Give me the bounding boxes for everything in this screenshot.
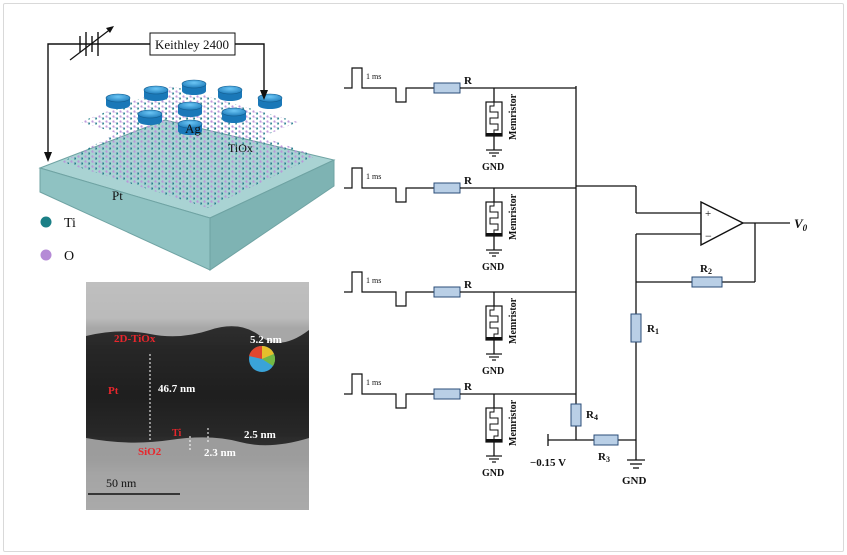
ground-icon — [486, 455, 502, 463]
tem-image: 2D-TiOx Pt Ti SiO2 5.2 nm 46.7 nm 2.5 nm… — [86, 282, 309, 510]
tem-thickness-top: 5.2 nm — [250, 334, 282, 346]
pulse-waveform-icon — [344, 373, 414, 409]
ag-electrode-7 — [177, 101, 203, 117]
o-atom-icon — [40, 249, 52, 261]
keithley-wire — [47, 43, 150, 158]
device-schematic: Keithley 2400 Ag TiOx Pt Ti O — [38, 26, 336, 271]
opamp-minus-label: − — [705, 229, 712, 243]
r2-label: R2 — [700, 263, 712, 276]
pulse-label: 1 ms — [366, 172, 381, 181]
r2-resistor — [691, 276, 723, 288]
memristor-icon — [485, 101, 503, 137]
ground-label: GND — [482, 262, 504, 273]
ag-electrode-3 — [181, 79, 207, 95]
opamp-plus-label: + — [705, 208, 711, 220]
circuit-static — [547, 86, 790, 460]
tem-sio2-label: SiO2 — [138, 446, 162, 458]
memristor-label: Memristor — [508, 193, 519, 240]
ag-electrode-4 — [217, 85, 243, 101]
variable-source-icon — [69, 26, 114, 61]
opamp-gnd-label: GND — [622, 475, 647, 487]
tem-2d-tiox-label: 2D-TiOx — [114, 333, 156, 345]
input-resistor-label: R — [464, 75, 473, 87]
ag-electrode-1 — [105, 93, 131, 109]
pulse-label: 1 ms — [366, 378, 381, 387]
ag-electrode-2 — [143, 85, 169, 101]
input-resistor — [433, 388, 461, 400]
pt-substrate-side — [209, 159, 335, 271]
pulse-label: 1 ms — [366, 276, 381, 285]
input-resistor — [433, 82, 461, 94]
ground-icon — [627, 459, 645, 469]
keithley-label: Keithley 2400 — [155, 37, 229, 52]
r3-resistor — [593, 434, 619, 446]
ground-label: GND — [482, 468, 504, 479]
input-resistor — [433, 286, 461, 298]
tem-thickness-bottom: 2.3 nm — [204, 447, 236, 459]
ground-icon — [486, 249, 502, 257]
legend-o-label: O — [64, 249, 74, 264]
r1-label: R1 — [647, 323, 659, 336]
ag-electrode-6 — [137, 109, 163, 125]
ag-label: Ag — [185, 121, 201, 136]
scale-bar-label: 50 nm — [106, 476, 137, 490]
input-resistor-label: R — [464, 175, 473, 187]
output-label: V0 — [794, 216, 808, 233]
legend-ti-label: Ti — [64, 216, 76, 231]
tem-pt-label: Pt — [108, 385, 119, 397]
pulse-waveform-icon — [344, 271, 414, 307]
ground-icon — [486, 149, 502, 157]
memristor-label: Memristor — [508, 399, 519, 446]
pulse-label: 1 ms — [366, 72, 381, 81]
bias-label: −0.15 V — [530, 457, 566, 469]
opamp-symbol — [700, 200, 745, 247]
pulse-waveform-icon — [344, 67, 414, 103]
ag-electrodes — [105, 79, 283, 135]
input-resistor-label: R — [464, 381, 473, 393]
memristor-label: Memristor — [508, 93, 519, 140]
memristor-icon — [485, 305, 503, 341]
r3-label: R3 — [598, 451, 610, 464]
r4-label: R4 — [586, 409, 598, 422]
tem-thickness-ti: 2.5 nm — [244, 429, 276, 441]
memristor-icon — [485, 407, 503, 443]
ag-electrode-8 — [221, 107, 247, 123]
ground-icon — [486, 353, 502, 361]
memristor-label: Memristor — [508, 297, 519, 344]
input-resistor — [433, 182, 461, 194]
ground-label: GND — [482, 366, 504, 377]
keithley-box — [149, 32, 236, 56]
pulse-waveform-icon — [344, 167, 414, 203]
ground-label: GND — [482, 162, 504, 173]
ag-electrode-9 — [177, 119, 203, 135]
tem-thickness-pt: 46.7 nm — [158, 383, 195, 395]
pt-label: Pt — [112, 188, 123, 203]
ag-electrode-5 — [257, 93, 283, 109]
keithley-wire-right — [235, 43, 265, 94]
lattice-inset-icon — [249, 345, 276, 372]
input-resistor-label: R — [464, 279, 473, 291]
memristor-icon — [485, 201, 503, 237]
tem-ti-label: Ti — [172, 428, 181, 439]
ti-atom-icon — [40, 216, 52, 228]
r4-resistor — [570, 403, 582, 427]
tiox-label: TiOx — [228, 141, 253, 155]
r1-resistor — [630, 313, 642, 343]
